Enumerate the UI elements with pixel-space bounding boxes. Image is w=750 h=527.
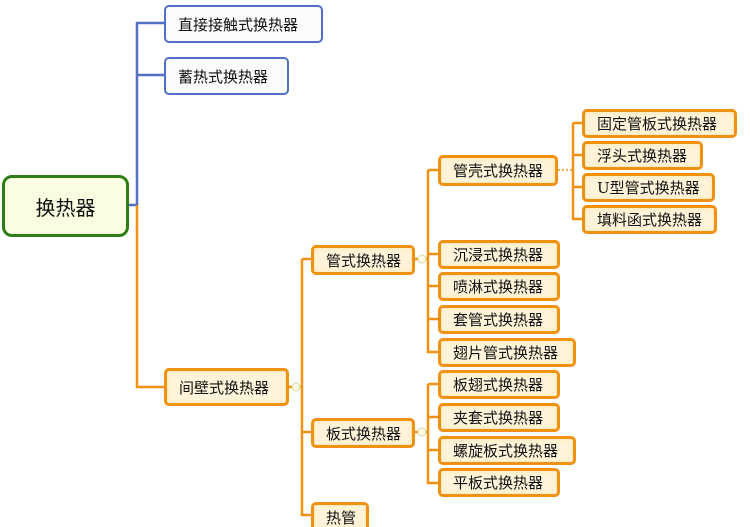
collapse-toggle (417, 254, 427, 264)
root-node[interactable]: 换热器 (2, 175, 129, 237)
node-spiral-plate[interactable]: 螺旋板式换热器 (438, 436, 576, 465)
node-regenerative[interactable]: 蓄热式换热器 (164, 57, 289, 95)
node-plate-fin[interactable]: 板翅式换热器 (438, 370, 560, 399)
orange-connector (571, 121, 582, 221)
node-fixed-tubesheet[interactable]: 固定管板式换热器 (582, 109, 737, 138)
node-finned-tube[interactable]: 翅片管式换热器 (438, 338, 576, 367)
node-immersion[interactable]: 沉浸式换热器 (438, 240, 560, 269)
node-flat-plate[interactable]: 平板式换热器 (438, 468, 560, 497)
node-double-pipe[interactable]: 套管式换热器 (438, 305, 560, 334)
node-shell-and-tube[interactable]: 管壳式换热器 (438, 155, 558, 186)
node-packed-gland[interactable]: 填料函式换热器 (582, 205, 717, 234)
node-heat-pipe[interactable]: 热管 (311, 502, 369, 527)
node-jacketed[interactable]: 夹套式换热器 (438, 403, 560, 432)
orange-connector (135, 205, 164, 389)
collapse-toggle (291, 382, 301, 392)
node-direct-contact[interactable]: 直接接触式换热器 (164, 5, 323, 43)
node-floating-head[interactable]: 浮头式换热器 (582, 141, 703, 170)
node-tubular[interactable]: 管式换热器 (311, 245, 415, 275)
collapse-toggle (417, 427, 427, 437)
node-plate[interactable]: 板式换热器 (311, 418, 415, 448)
node-recuperative[interactable]: 间壁式换热器 (164, 368, 289, 406)
node-spray[interactable]: 喷淋式换热器 (438, 272, 560, 301)
blue-connector (128, 21, 164, 207)
node-u-tube[interactable]: U型管式换热器 (582, 173, 715, 202)
